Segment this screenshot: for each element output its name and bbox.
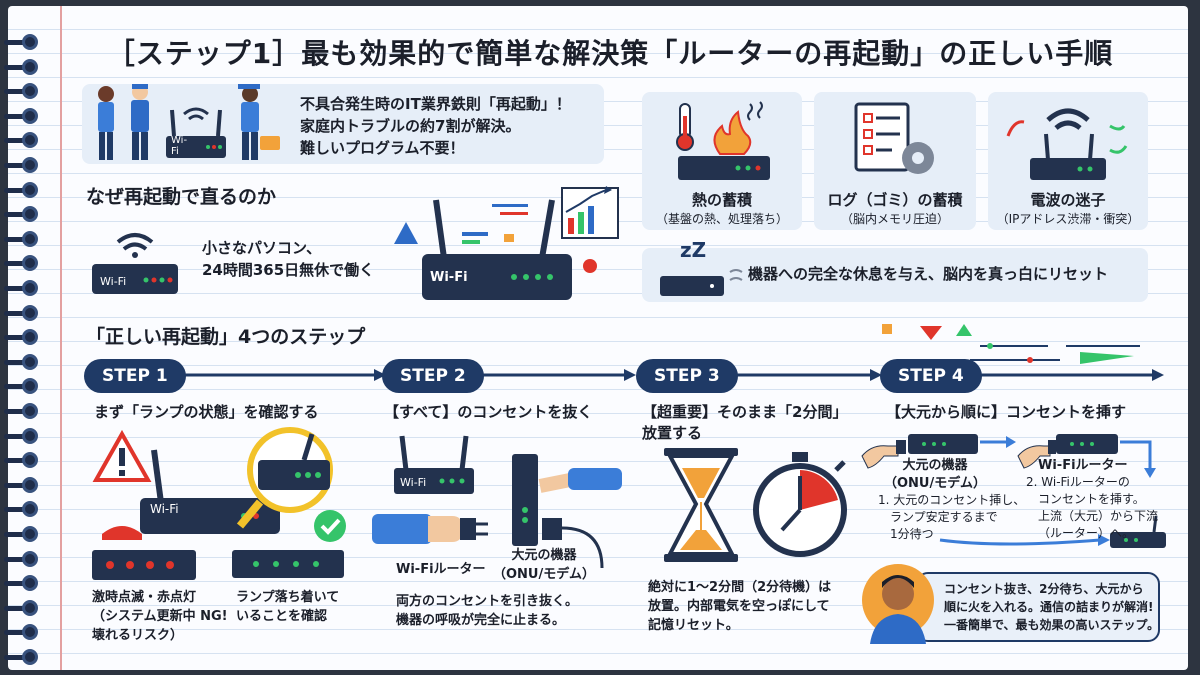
spiral-ring xyxy=(4,280,38,296)
spiral-ring xyxy=(4,476,38,493)
cause-logs-sub: （脳内メモリ圧迫） xyxy=(840,212,949,226)
spiral-ring xyxy=(4,575,38,592)
step-1-badge: STEP 1 xyxy=(84,359,186,393)
spiral-ring xyxy=(4,83,38,100)
summary-bubble xyxy=(916,572,1160,642)
step-3-title-1: 【超重要】そのまま「2分間」 xyxy=(642,403,848,421)
intro-line-1: 不具合発生時のIT業界鉄則「再起動」！ xyxy=(300,95,571,113)
step-2-note-2: 機器の呼吸が完全に止まる。 xyxy=(396,613,566,628)
spiral-ring xyxy=(4,624,38,641)
spiral-ring xyxy=(4,230,38,247)
step-4-note-2-line-2: コンセントを挿す。 xyxy=(1038,492,1145,506)
technicians-illustration xyxy=(98,84,280,160)
spiral-ring xyxy=(4,427,38,444)
step-3-badge: STEP 3 xyxy=(636,359,738,393)
step-2-title: 【すべて】のコンセントを抜く xyxy=(384,403,593,421)
cause-heat-title: 熱の蓄積 xyxy=(691,191,752,209)
cause-radio-title: 電波の迷子 xyxy=(1030,191,1106,209)
step-1-note-left-2: （システム更新中 NG! xyxy=(92,609,228,624)
step-4-note-2-line-1: 2. Wi-Fiルーターの xyxy=(1026,475,1130,489)
step-1-note-left-1: 激時点滅・赤点灯 xyxy=(92,590,197,605)
step-4-device-1-line-2: （ONU/モデム） xyxy=(884,476,986,491)
step-1-note-right-2: いることを確認 xyxy=(236,609,328,624)
summary-line-3: 一番簡単で、最も効果の高いステップ。 xyxy=(944,618,1160,632)
rest-panel xyxy=(642,248,1148,302)
step-4-device-1-line-1: 大元の機器 xyxy=(902,458,968,473)
spiral-ring xyxy=(4,107,38,124)
spiral-ring xyxy=(4,58,38,75)
steps-heading: 「正しい再起動」4つのステップ xyxy=(86,326,366,348)
step-1-router-label: Wi-Fi xyxy=(150,502,179,516)
step-1-note-right-1: ランプ落ち着いて xyxy=(236,590,340,605)
spiral-ring xyxy=(4,255,38,272)
step-2-note-1: 両方のコンセントを引き抜く。 xyxy=(396,594,579,609)
step-3-title-2: 放置する xyxy=(642,424,703,442)
spiral-ring xyxy=(4,550,38,567)
spiral-ring xyxy=(4,157,38,173)
person-avatar xyxy=(862,564,934,644)
sleeping-router-icon xyxy=(660,269,743,296)
small-router-illustration xyxy=(92,233,178,294)
small-router-label: Wi-Fi xyxy=(100,275,127,288)
margin-line xyxy=(60,6,62,670)
step-1-illustration xyxy=(92,427,346,580)
spiral-ring xyxy=(4,599,38,616)
step-2-badge: STEP 2 xyxy=(382,359,484,393)
step-4-device-2: Wi-Fiルーター xyxy=(1038,458,1128,473)
spiral-ring xyxy=(4,353,38,370)
spiral-ring xyxy=(4,181,38,198)
big-router-illustration xyxy=(394,186,619,300)
spiral-ring xyxy=(4,132,38,149)
step-4-note-1-line-1: 1. 大元のコンセント挿し、 xyxy=(878,493,1026,507)
step-1-note-left-3: 壊れるリスク） xyxy=(92,628,184,643)
step-1-title: まず「ランプの状態」を確認する xyxy=(94,403,319,421)
spiral-ring xyxy=(4,34,38,50)
step-3-note-3: 記憶リセット。 xyxy=(648,618,739,633)
page-title: ［ステップ1］最も効果的で簡単な解決策「ルーターの再起動」の正しい手順 xyxy=(106,37,1114,70)
step-2-modem-caption-1: 大元の機器 xyxy=(511,548,577,563)
spiral-ring xyxy=(4,403,38,419)
step-4-title: 【大元から順に】コンセントを挿す xyxy=(886,403,1127,421)
step-3-note-1: 絶対に1〜2分間（2分待機）は xyxy=(648,580,832,595)
spiral-ring xyxy=(4,378,38,395)
step-4-note-1-line-2: ランプ安定するまで xyxy=(890,510,998,524)
spiral-ring xyxy=(4,649,38,665)
step-3-illustration xyxy=(664,448,847,562)
step-4-note-2-line-4: （ルーター）へ。 xyxy=(1038,526,1135,540)
summary-line-1: コンセント抜き、2分待ち、大元から xyxy=(944,582,1144,596)
why-text-2: 24時間365日無休で働く xyxy=(202,261,375,279)
spiral-ring xyxy=(4,501,38,518)
intro-line-3: 難しいプログラム不要！ xyxy=(300,139,465,157)
intro-line-2: 家庭内トラブルの約7割が解決。 xyxy=(300,117,521,135)
checklist-gear-icon xyxy=(854,102,934,174)
spiral-ring xyxy=(4,304,38,321)
step-2-illustration xyxy=(372,435,622,569)
step-4-illustration xyxy=(861,434,1166,548)
big-router-label: Wi-Fi xyxy=(430,270,468,285)
step-4-note-1-line-3: 1分待つ xyxy=(890,527,934,541)
spiral-ring xyxy=(4,206,38,223)
why-heading: なぜ再起動で直るのか xyxy=(86,186,277,208)
step-4-note-2-line-3: 上流（大元）から下流 xyxy=(1038,509,1159,523)
progress-decoration xyxy=(882,324,1140,364)
cause-heat-sub: （基盤の熱、処理落ち） xyxy=(655,212,788,226)
spiral-ring xyxy=(4,329,38,346)
cause-logs-title: ログ（ゴミ）の蓄積 xyxy=(827,191,963,209)
heat-icon xyxy=(676,101,770,180)
sleep-zz: zZ xyxy=(680,238,707,262)
summary-line-2: 順に火を入れる。通信の詰まりが解消! xyxy=(944,600,1154,614)
step-2-router-label: Wi-Fi xyxy=(400,476,427,489)
step-2-router-caption: Wi-Fiルーター xyxy=(396,562,486,577)
rest-text: 機器への完全な休息を与え、脳内を真っ白にリセット xyxy=(748,265,1109,283)
step-2-modem-caption-2: （ONU/モデム） xyxy=(493,567,595,582)
wifi-router-confused-icon xyxy=(1006,108,1128,180)
cause-radio-sub: （IPアドレス渋滞・衝突） xyxy=(996,212,1140,226)
step-3-note-2: 放置。内部電気を空っぽにして xyxy=(648,599,830,614)
why-text-1: 小さなパソコン、 xyxy=(202,239,322,257)
spiral-ring xyxy=(4,526,38,542)
step-4-badge: STEP 4 xyxy=(880,359,982,393)
spiral-ring xyxy=(4,452,38,469)
